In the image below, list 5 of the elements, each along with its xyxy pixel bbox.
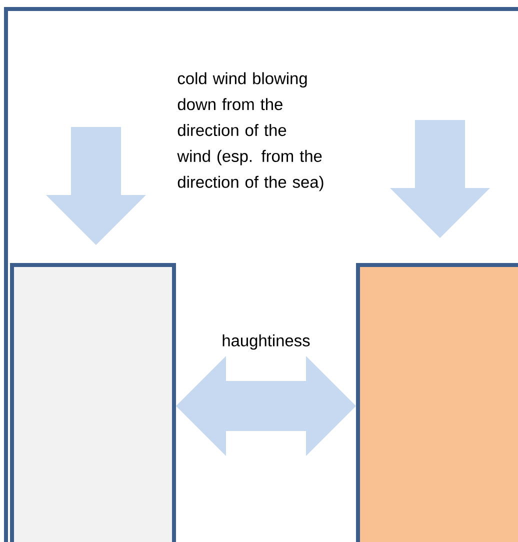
caption-text: cold wind blowing down from the direction of the wind (esp. from the direction of the sea) [177, 72, 324, 192]
building-box [356, 263, 518, 542]
double-arrow [176, 356, 356, 456]
building-box [10, 263, 176, 542]
edge-label: haughtiness [222, 334, 310, 350]
